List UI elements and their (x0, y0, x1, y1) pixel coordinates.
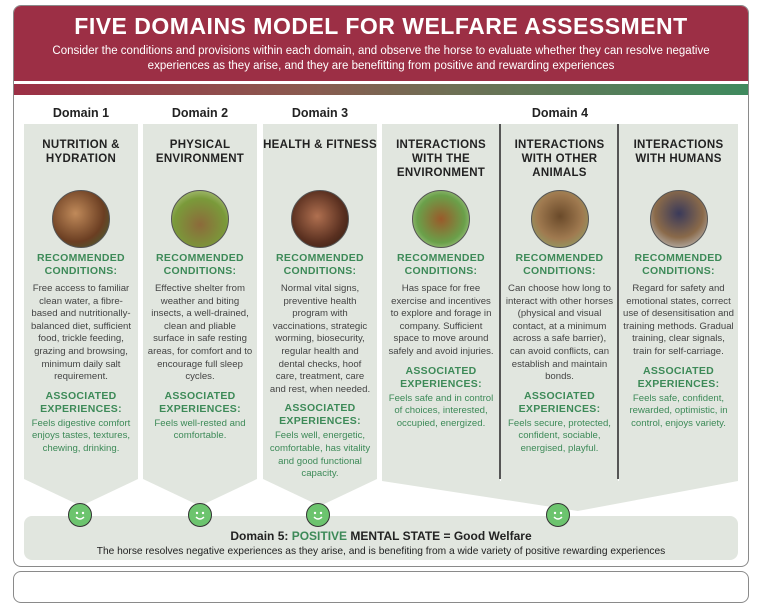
domain-4-label: Domain 4 (531, 106, 589, 120)
page-title: FIVE DOMAINS MODEL FOR WELFARE ASSESSMEN… (74, 13, 688, 39)
smiley-icon (68, 503, 92, 527)
horse-photo (530, 190, 589, 248)
horse-photo (649, 190, 708, 248)
gradient-divider (14, 84, 748, 95)
header: FIVE DOMAINS MODEL FOR WELFARE ASSESSMEN… (14, 6, 748, 81)
divider (499, 124, 501, 479)
associated-experiences: Feels secure, protected, confident, soci… (508, 417, 611, 454)
domain-column: HEALTH & FITNESS RECOMMENDED CONDITIONS:… (263, 124, 377, 506)
domain-1-label: Domain 1 (52, 106, 110, 120)
recommended-conditions: Normal vital signs, preventive health pr… (269, 283, 371, 395)
horse-photo (412, 190, 470, 248)
recommended-conditions: Has space for free exercise and incentiv… (388, 283, 494, 357)
smiley-icon (306, 503, 330, 527)
domain-5-heading: Domain 5: POSITIVE MENTAL STATE = Good W… (24, 529, 738, 543)
associated-heading: ASSOCIATED EXPERIENCES: (518, 389, 601, 415)
recommended-conditions: Regard for safety and emotional states, … (623, 283, 734, 357)
domain-column: NUTRITION & HYDRATION RECOMMENDED CONDIT… (24, 124, 138, 506)
column-title: INTERACTIONS WITH OTHER ANIMALS (514, 139, 605, 179)
column-title: INTERACTIONS WITH THE ENVIRONMENT (396, 139, 486, 179)
horse-photo (291, 190, 349, 248)
associated-experiences: Feels safe and in control of choices, in… (388, 392, 494, 429)
welfare-infographic: FIVE DOMAINS MODEL FOR WELFARE ASSESSMEN… (13, 5, 749, 567)
horse-photo (171, 190, 229, 248)
column-title: INTERACTIONS WITH HUMANS (633, 139, 724, 165)
associated-heading: ASSOCIATED EXPERIENCES: (400, 364, 482, 390)
domain-3-label: Domain 3 (291, 106, 349, 120)
recommended-conditions: Free access to familiar clean water, a f… (30, 283, 132, 383)
associated-experiences: Feels digestive comfort enjoys tastes, t… (31, 417, 131, 454)
recommended-conditions: Effective shelter from weather and bitin… (147, 283, 253, 383)
smiley-icon (188, 503, 212, 527)
recommended-heading: RECOMMENDED CONDITIONS: (276, 252, 364, 277)
recommended-heading: RECOMMENDED CONDITIONS: (156, 252, 244, 277)
column-title: PHYSICAL ENVIRONMENT (155, 139, 245, 165)
recommended-heading: RECOMMENDED CONDITIONS: (634, 252, 723, 277)
recommended-heading: RECOMMENDED CONDITIONS: (397, 252, 485, 277)
domain-5-summary: The horse resolves negative experiences … (96, 546, 666, 557)
page-subtitle: Consider the conditions and provisions w… (52, 45, 710, 72)
associated-heading: ASSOCIATED EXPERIENCES: (159, 389, 241, 415)
recommended-heading: RECOMMENDED CONDITIONS: (515, 252, 604, 277)
column-title: NUTRITION & HYDRATION (42, 139, 120, 165)
column-title: HEALTH & FITNESS (263, 139, 377, 151)
associated-experiences: Feels safe, confident, rewarded, optimis… (629, 392, 728, 429)
domain-5-prefix: Domain 5: (230, 529, 292, 543)
domain-column: INTERACTIONS WITH OTHER ANIMALS RECOMMEN… (501, 124, 618, 481)
domain-5-rest: MENTAL STATE = Good Welfare (347, 529, 532, 543)
domain-5-panel: Domain 5: POSITIVE MENTAL STATE = Good W… (24, 516, 738, 560)
horse-photo (52, 190, 110, 248)
associated-experiences: Feels well, energetic, comfortable, has … (269, 430, 371, 480)
next-panel (13, 571, 749, 603)
domain-column: INTERACTIONS WITH THE ENVIRONMENT RECOMM… (382, 124, 500, 481)
recommended-heading: RECOMMENDED CONDITIONS: (37, 252, 125, 277)
positive-word: POSITIVE (291, 529, 348, 543)
smiley-icon (546, 503, 570, 527)
associated-heading: ASSOCIATED EXPERIENCES: (637, 364, 720, 390)
domain-column: INTERACTIONS WITH HUMANS RECOMMENDED CON… (619, 124, 738, 481)
domain-2-label: Domain 2 (171, 106, 229, 120)
divider (617, 124, 619, 479)
associated-experiences: Feels well-rested and comfortable. (154, 417, 246, 442)
associated-heading: ASSOCIATED EXPERIENCES: (279, 402, 361, 428)
domain-column: PHYSICAL ENVIRONMENT RECOMMENDED CONDITI… (143, 124, 257, 506)
recommended-conditions: Can choose how long to interact with oth… (505, 283, 614, 383)
associated-heading: ASSOCIATED EXPERIENCES: (40, 389, 122, 415)
